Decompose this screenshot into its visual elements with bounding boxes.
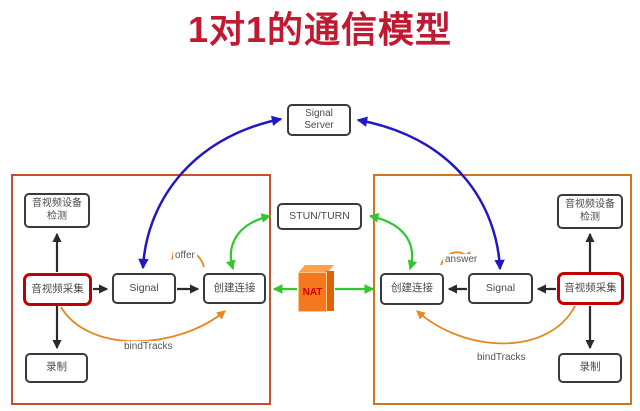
offer-edge-label: offer — [173, 250, 197, 261]
node-signal-server-label: Signal Server — [304, 107, 334, 132]
node-stun-turn-label: STUN/TURN — [289, 209, 350, 222]
node-signal-right: Signal — [468, 273, 533, 304]
edge-create-left-to-stun-turn — [225, 213, 272, 271]
bindtracks-left-edge-label: bindTracks — [122, 341, 175, 352]
edge-signal-right-to-signal-server — [356, 116, 505, 271]
answer-edge-label: answer — [443, 254, 480, 265]
nat-side-face — [326, 271, 334, 311]
node-signal-left-label: Signal — [129, 281, 159, 294]
node-device-detect-left: 音视频设备 检测 — [24, 193, 90, 228]
node-stun-turn: STUN/TURN — [277, 203, 362, 230]
nat-front-face: NAT — [298, 272, 327, 312]
node-nat-label: NAT — [302, 286, 323, 298]
node-device-detect-left-line1: 音视频设备 — [32, 198, 82, 209]
node-create-connection-left: 创建连接 — [203, 273, 266, 304]
node-create-connection-left-label: 创建连接 — [213, 281, 256, 294]
node-signal-server: Signal Server — [287, 104, 351, 136]
node-record-left-label: 录制 — [46, 361, 67, 374]
node-device-detect-right-line1: 音视频设备 — [565, 199, 615, 210]
nat-top-face — [298, 265, 334, 273]
edge-bindtracks-right — [416, 305, 576, 345]
bindtracks-right-edge-label: bindTracks — [475, 352, 528, 363]
node-device-detect-right-line2: 检测 — [580, 211, 600, 223]
node-create-connection-right-label: 创建连接 — [391, 282, 433, 295]
node-record-left: 录制 — [25, 353, 88, 383]
node-record-right: 录制 — [558, 353, 622, 383]
node-capture-right: 音视频采集 — [557, 272, 624, 305]
page-title: 1对1的通信模型 — [187, 9, 453, 50]
node-capture-left-label: 音视频采集 — [31, 282, 84, 295]
edge-bindtracks-left — [60, 306, 226, 343]
node-signal-left: Signal — [112, 273, 176, 304]
node-record-right-label: 录制 — [579, 361, 601, 374]
node-signal-right-label: Signal — [485, 281, 516, 294]
node-capture-right-label: 音视频采集 — [564, 281, 617, 294]
edge-signal-left-to-signal-server — [138, 115, 283, 270]
node-capture-left: 音视频采集 — [23, 273, 92, 306]
node-create-connection-right: 创建连接 — [380, 273, 444, 305]
edge-create-right-to-stun-turn — [368, 213, 418, 271]
node-device-detect-right: 音视频设备 检测 — [557, 194, 623, 229]
node-device-detect-left-line2: 检测 — [47, 210, 67, 222]
node-nat: NAT — [298, 265, 334, 312]
